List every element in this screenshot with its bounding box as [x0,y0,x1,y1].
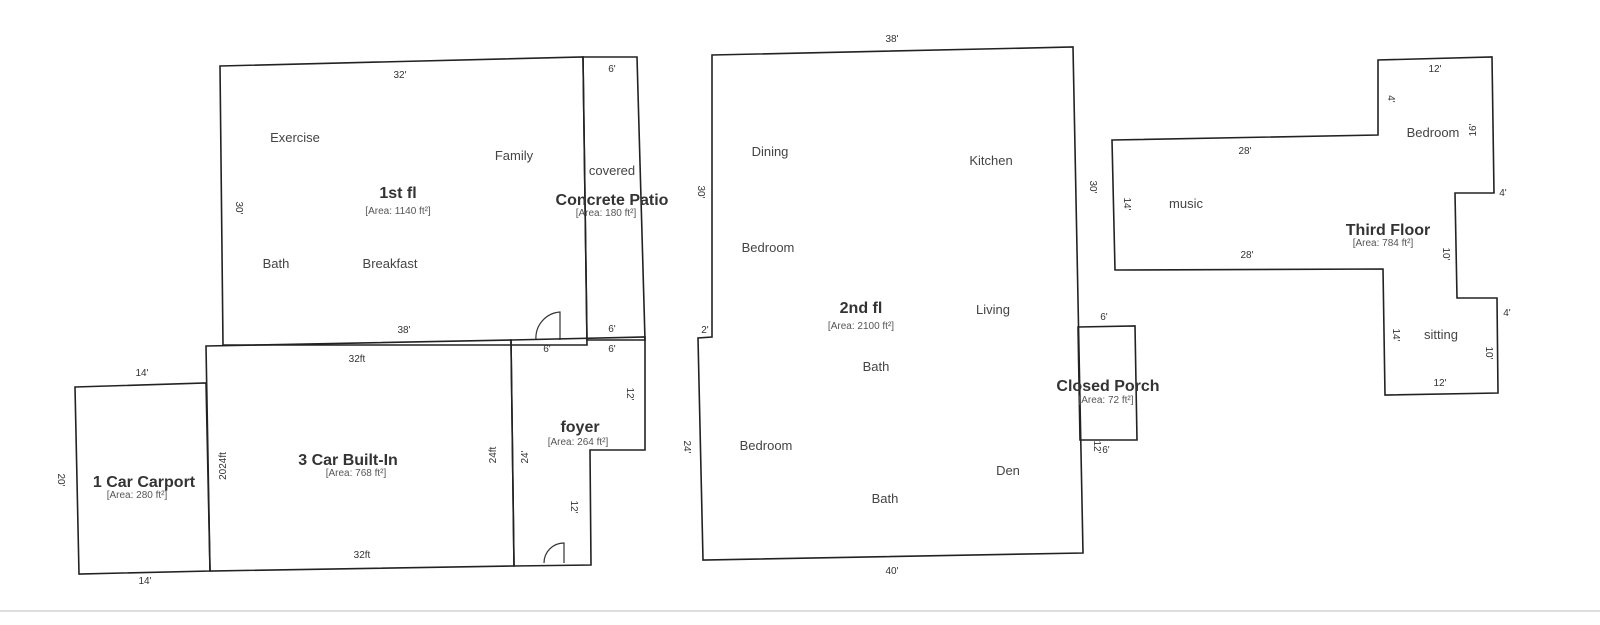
foyer-area: [Area: 264 ft²] [548,437,609,448]
dim-bottom: 38' [397,325,410,336]
dim-right: 12' [624,387,635,400]
closed-porch: 6' 6' 12' Closed Porch [Area: 72 ft²] [1056,312,1159,456]
dim-left: 20' [55,473,66,486]
dim-music-top: 28' [1238,146,1251,157]
room-bath: Bath [863,359,890,374]
patio-title: Concrete Patio [556,192,669,209]
first-floor: 32' 38' 30' Exercise Family Bath Breakfa… [219,56,588,346]
dim-top-b: 6' [608,344,616,355]
third-floor-area: [Area: 784 ft²] [1353,238,1414,249]
room-den: Den [996,463,1020,478]
dim-sit-right: 10' [1483,346,1494,359]
room-bath: Bath [872,491,899,506]
dim-lower: 12' [568,500,579,513]
dim-bottom: 14' [138,576,151,587]
foyer-title: foyer [560,419,599,436]
carport-outline [74,382,211,575]
room-bedroom: Bedroom [1407,125,1460,140]
dim-music-bottom: 28' [1240,250,1253,261]
dim-mid: 10' [1440,247,1451,260]
dim-top: 32ft [349,354,366,365]
dim-bed-left: 4' [1385,95,1396,103]
dim-left-upper: 30' [695,185,706,198]
dim-top: 32' [393,70,406,81]
second-floor-area: [Area: 2100 ft²] [828,321,894,332]
dim-sit-notch: 4' [1503,308,1511,319]
room-exercise: Exercise [270,130,320,145]
garage-title: 3 Car Built-In [298,452,398,469]
carport-title: 1 Car Carport [93,474,196,491]
dim-top-bed: 12' [1428,64,1441,75]
patio-note: covered [589,163,635,178]
dim-left: 30' [233,201,244,214]
room-bath: Bath [263,256,290,271]
dim-sit-left: 14' [1390,328,1401,341]
garage: 32ft 32ft 2024ft 24ft 3 Car Built-In [Ar… [205,339,515,572]
room-music: music [1169,196,1203,211]
carport-area: [Area: 280 ft²] [107,490,168,501]
patio-area: [Area: 180 ft²] [576,208,637,219]
dim-bed-side: 16' [1468,123,1479,136]
third-floor-title: Third Floor [1346,222,1430,239]
dim-right: 30' [1087,180,1098,193]
room-kitchen: Kitchen [969,153,1012,168]
third-floor: 12' 16' 4' 4' 28' 28' 14' 10' 14' 10' 4'… [1111,56,1511,396]
dim-top: 6' [1100,312,1108,323]
room-breakfast: Breakfast [363,256,418,271]
first-floor-area: [Area: 1140 ft²] [365,206,431,217]
door-icon [543,542,565,564]
third-floor-outline [1111,56,1499,396]
porch-title: Closed Porch [1056,378,1159,395]
room-dining: Dining [752,144,789,159]
dim-top: 38' [885,34,898,45]
room-living: Living [976,302,1010,317]
dim-side: 12' [1091,440,1102,453]
carport: 14' 14' 20' 1 Car Carport [Area: 280 ft²… [55,368,211,587]
dim-music-left: 14' [1121,197,1132,210]
dim-bottom: 32ft [354,550,371,561]
garage-area: [Area: 768 ft²] [326,468,387,479]
second-floor-outline [697,46,1084,561]
dim-left-lower: 24' [681,440,692,453]
room-family: Family [495,148,534,163]
second-floor: 38' 40' 30' 24' 30' 2' Dining Kitchen Be… [681,34,1098,577]
dim-notch: 2' [701,325,709,336]
room-bedroom: Bedroom [742,240,795,255]
door-icon [535,311,561,341]
dim-top: 6' [608,64,616,75]
patio: 6' 6' covered Concrete Patio [Area: 180 … [556,56,669,341]
dim-bottom: 6' [1102,445,1110,456]
dim-left: 2024ft [218,452,229,480]
dim-left: 24' [520,450,531,463]
dim-sit-bottom: 12' [1433,378,1446,389]
dim-top-a: 6' [543,344,551,355]
second-floor-title: 2nd fl [840,300,883,317]
foyer: 6' 6' 12' 24' 12' foyer [Area: 264 ft²] [510,336,646,567]
dim-bottom: 40' [885,566,898,577]
dim-top: 14' [135,368,148,379]
first-floor-title: 1st fl [379,185,416,202]
room-sitting: sitting [1424,327,1458,342]
porch-outline [1077,325,1138,441]
dim-bottom: 6' [608,324,616,335]
room-bedroom: Bedroom [740,438,793,453]
porch-area: [Area: 72 ft²] [1078,395,1133,406]
first-floor-outline [219,56,588,346]
dim-right: 24ft [488,446,499,463]
dim-bed-right: 4' [1499,188,1507,199]
foyer-outline [510,336,646,567]
